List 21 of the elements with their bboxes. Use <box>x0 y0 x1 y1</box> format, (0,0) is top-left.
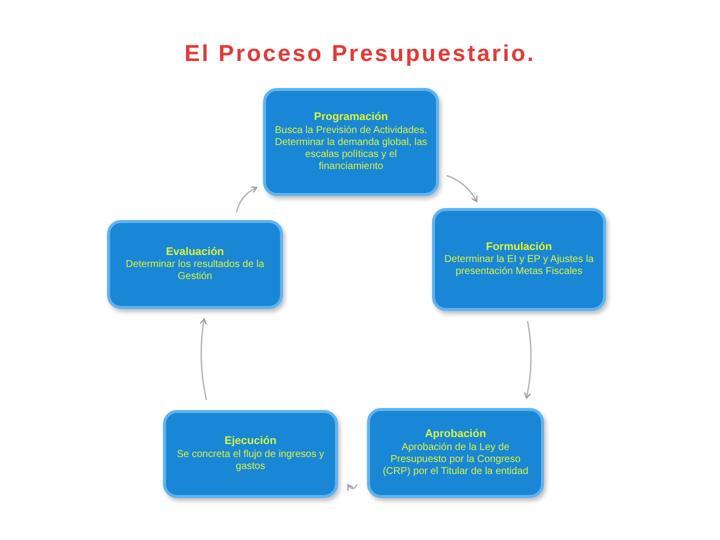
step-description: Determinar los resultados de la Gestión <box>124 259 266 284</box>
step-heading: Aprobación <box>424 428 486 442</box>
arrow <box>347 484 358 492</box>
arrow <box>200 318 208 400</box>
arrow <box>446 174 478 202</box>
step-description: Aprobación de la Ley de Presupuesto por la Congreso (CRP) por el Titular de la entidad <box>382 442 530 478</box>
process-box <box>263 88 439 196</box>
step-heading: Ejecución <box>224 435 276 449</box>
step-heading: Evaluación <box>166 246 224 260</box>
process-box <box>432 208 606 311</box>
step-description: Determinar la EI y EP y Ajustes la presentación Metas Fiscales <box>443 254 595 278</box>
step-heading: Formulación <box>486 240 552 254</box>
step-heading: Programación <box>314 111 388 125</box>
process-box <box>163 410 338 498</box>
step-description: Busca la Previsión de Actividades. Determinar la demanda global, las escalas políticas y el financiamiento <box>274 124 428 173</box>
process-box <box>107 220 283 309</box>
step-description: Se concreta el flujo de ingresos y gastos <box>176 448 326 473</box>
arrow <box>236 186 258 212</box>
arrow <box>524 320 532 399</box>
title: El Proceso Presupuestario. <box>183 39 537 68</box>
process-box <box>367 408 544 498</box>
